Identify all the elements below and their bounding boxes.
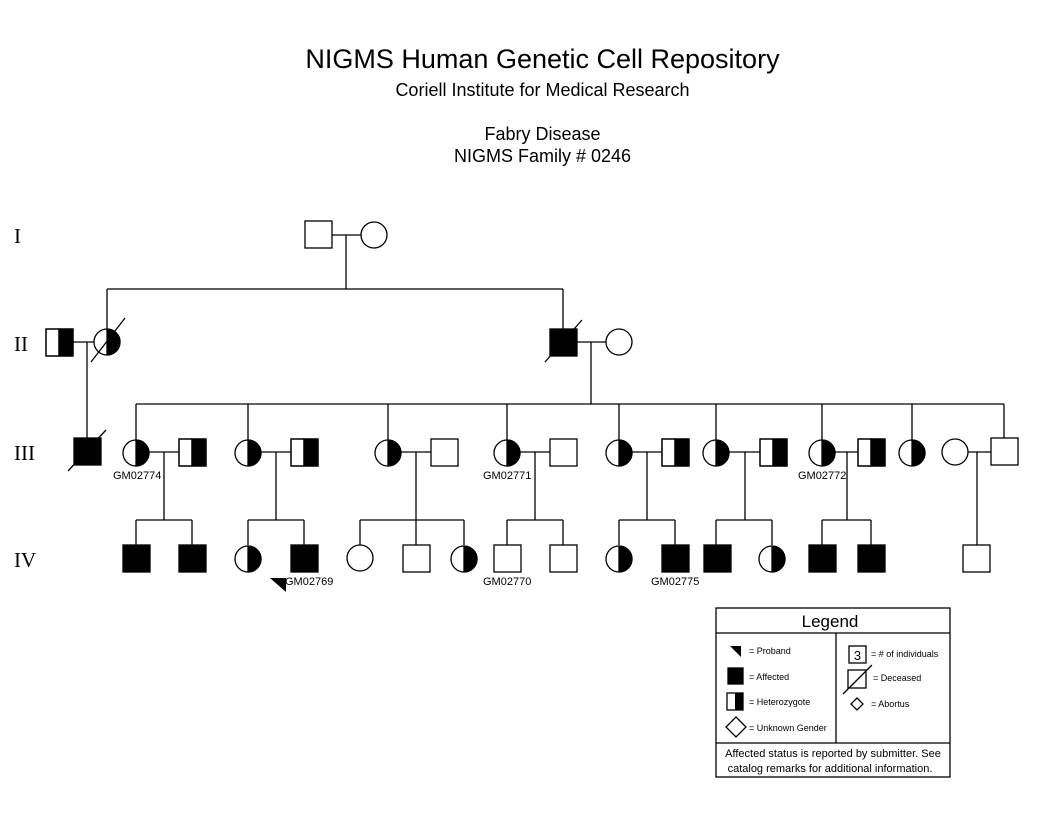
heterozygote-male-iii-12 bbox=[759, 438, 788, 467]
male-iii-8 bbox=[549, 438, 578, 467]
carrier-female-iv-7 bbox=[450, 545, 478, 573]
carrier-female-iv-3 bbox=[234, 545, 262, 573]
legend-box: Legend = Proband = Affected = Heterozygo… bbox=[715, 607, 951, 778]
male-iv-8 bbox=[493, 544, 522, 573]
female-ii-4 bbox=[605, 328, 633, 356]
legend-affected-label: = Affected bbox=[749, 672, 789, 682]
carrier-female-iv-10 bbox=[605, 545, 633, 573]
male-iv-6 bbox=[402, 544, 431, 573]
affected-male-iv-4-proband bbox=[290, 544, 319, 573]
female-iii-16 bbox=[941, 438, 969, 466]
legend-deceased-label: = Deceased bbox=[873, 673, 921, 683]
heterozygote-male-ii-1 bbox=[45, 328, 74, 357]
carrier-female-iv-13 bbox=[758, 545, 786, 573]
affected-male-iv-1 bbox=[122, 544, 151, 573]
page-title: NIGMS Human Genetic Cell Repository bbox=[305, 44, 780, 74]
cell-line-label: GM02770 bbox=[483, 576, 531, 588]
legend-title: Legend bbox=[802, 612, 859, 631]
count-symbol: 3 bbox=[854, 648, 861, 663]
legend-count-label: = # of individuals bbox=[871, 649, 939, 659]
abortus-icon bbox=[850, 697, 864, 711]
proband-arrow-icon bbox=[270, 578, 286, 592]
cell-line-label: GM02771 bbox=[483, 470, 531, 482]
sibship-drops bbox=[135, 404, 1005, 440]
carrier-female-iii-13 bbox=[808, 439, 836, 467]
legend-unknown-gender-label: = Unknown Gender bbox=[749, 723, 827, 733]
generation-label-ii: II bbox=[14, 332, 28, 356]
legend-abortus-label: = Abortus bbox=[871, 699, 910, 709]
female-i-2 bbox=[360, 221, 388, 249]
cell-line-label: GM02769 bbox=[285, 576, 333, 588]
generation-label-i: I bbox=[14, 224, 21, 248]
deceased-slash bbox=[67, 429, 107, 472]
cell-line-label: GM02772 bbox=[798, 470, 846, 482]
affected-male-iv-2 bbox=[178, 544, 207, 573]
heterozygote-male-iii-4 bbox=[290, 438, 319, 467]
female-iv-5 bbox=[346, 544, 374, 572]
male-iii-6 bbox=[430, 438, 459, 467]
carrier-female-iii-7 bbox=[493, 439, 521, 467]
carrier-female-iii-11 bbox=[702, 439, 730, 467]
male-iv-16 bbox=[962, 544, 991, 573]
carrier-female-iii-3 bbox=[234, 439, 262, 467]
heterozygote-male-iii-14 bbox=[857, 438, 886, 467]
legend-note: catalog remarks for additional informati… bbox=[728, 763, 933, 775]
deceased-slash bbox=[544, 319, 583, 363]
affected-icon bbox=[727, 667, 744, 685]
unknown-gender-icon bbox=[725, 716, 747, 738]
affected-male-iv-14 bbox=[808, 544, 837, 573]
heterozygote-icon bbox=[726, 692, 744, 711]
family-number: NIGMS Family # 0246 bbox=[453, 146, 632, 166]
legend-note: Affected status is reported by submitter… bbox=[725, 748, 941, 760]
cell-line-label: GM02774 bbox=[113, 470, 161, 482]
carrier-female-iii-1 bbox=[122, 439, 150, 467]
male-i-1 bbox=[304, 220, 333, 249]
heterozygote-male-iii-2 bbox=[178, 438, 207, 467]
affected-male-iv-11 bbox=[661, 544, 690, 573]
affected-male-iv-15 bbox=[857, 544, 886, 573]
affected-male-iv-12 bbox=[703, 544, 732, 573]
sibship-lines-iv bbox=[135, 519, 872, 545]
male-iii-17 bbox=[990, 437, 1019, 466]
carrier-female-iii-15 bbox=[898, 439, 926, 467]
carrier-female-iii-5 bbox=[374, 439, 402, 467]
generation-label-iii: III bbox=[14, 441, 35, 465]
generation-label-iv: IV bbox=[14, 548, 36, 572]
disease-name: Fabry Disease bbox=[484, 124, 601, 144]
carrier-female-ii-2-deceased bbox=[90, 317, 126, 363]
carrier-female-iii-9 bbox=[605, 439, 633, 467]
count-box-icon bbox=[848, 645, 867, 664]
legend-proband-label: = Proband bbox=[749, 646, 791, 656]
page-subtitle: Coriell Institute for Medical Research bbox=[395, 80, 690, 100]
proband-icon bbox=[730, 646, 741, 657]
deceased-icon bbox=[842, 664, 873, 695]
cell-line-label: GM02775 bbox=[651, 576, 699, 588]
heterozygote-male-iii-10 bbox=[661, 438, 690, 467]
male-iv-9 bbox=[549, 544, 578, 573]
legend-heterozygote-label: = Heterozygote bbox=[749, 697, 810, 707]
